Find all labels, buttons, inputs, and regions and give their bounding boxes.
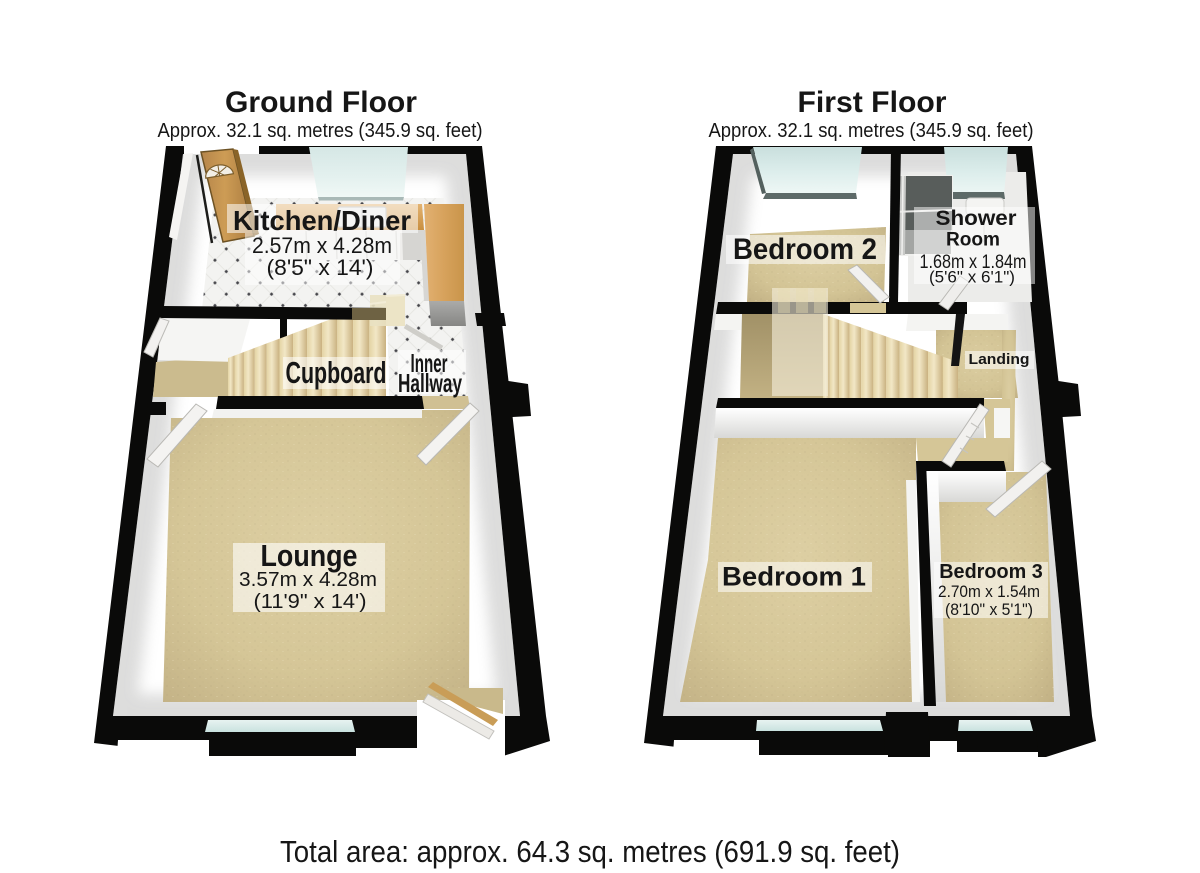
svg-text:(5'6" x 6'1"): (5'6" x 6'1")	[929, 267, 1015, 286]
svg-text:Approx. 32.1 sq. metres (345.9: Approx. 32.1 sq. metres (345.9 sq. feet)	[158, 120, 483, 142]
svg-text:(8'5" x 14'): (8'5" x 14')	[267, 255, 374, 280]
svg-text:Hallway: Hallway	[398, 368, 462, 398]
svg-text:Total area: approx. 64.3 sq. m: Total area: approx. 64.3 sq. metres (691…	[280, 834, 900, 869]
svg-text:3.57m x 4.28m: 3.57m x 4.28m	[239, 568, 377, 591]
svg-text:Ground Floor: Ground Floor	[225, 86, 417, 119]
svg-text:Room: Room	[946, 230, 1000, 251]
svg-text:Shower: Shower	[936, 207, 1017, 230]
svg-text:Kitchen/Diner: Kitchen/Diner	[233, 205, 411, 236]
svg-text:2.57m x 4.28m: 2.57m x 4.28m	[252, 233, 392, 258]
svg-text:Inner: Inner	[411, 348, 448, 378]
svg-text:Approx. 32.1 sq. metres (345.9: Approx. 32.1 sq. metres (345.9 sq. feet)	[709, 120, 1034, 142]
svg-text:Bedroom 3: Bedroom 3	[939, 561, 1043, 583]
svg-text:1.68m x 1.84m: 1.68m x 1.84m	[920, 252, 1027, 273]
svg-text:Lounge: Lounge	[261, 539, 358, 573]
svg-text:Bedroom 1: Bedroom 1	[722, 562, 866, 592]
svg-text:Bedroom 2: Bedroom 2	[733, 233, 877, 266]
svg-text:2.70m x 1.54m: 2.70m x 1.54m	[938, 583, 1040, 601]
svg-text:(8'10" x 5'1"): (8'10" x 5'1")	[945, 601, 1033, 619]
svg-text:Cupboard: Cupboard	[286, 355, 387, 390]
svg-text:Landing: Landing	[969, 351, 1030, 368]
svg-text:(11'9" x 14'): (11'9" x 14')	[254, 590, 367, 613]
svg-text:First Floor: First Floor	[798, 86, 947, 119]
